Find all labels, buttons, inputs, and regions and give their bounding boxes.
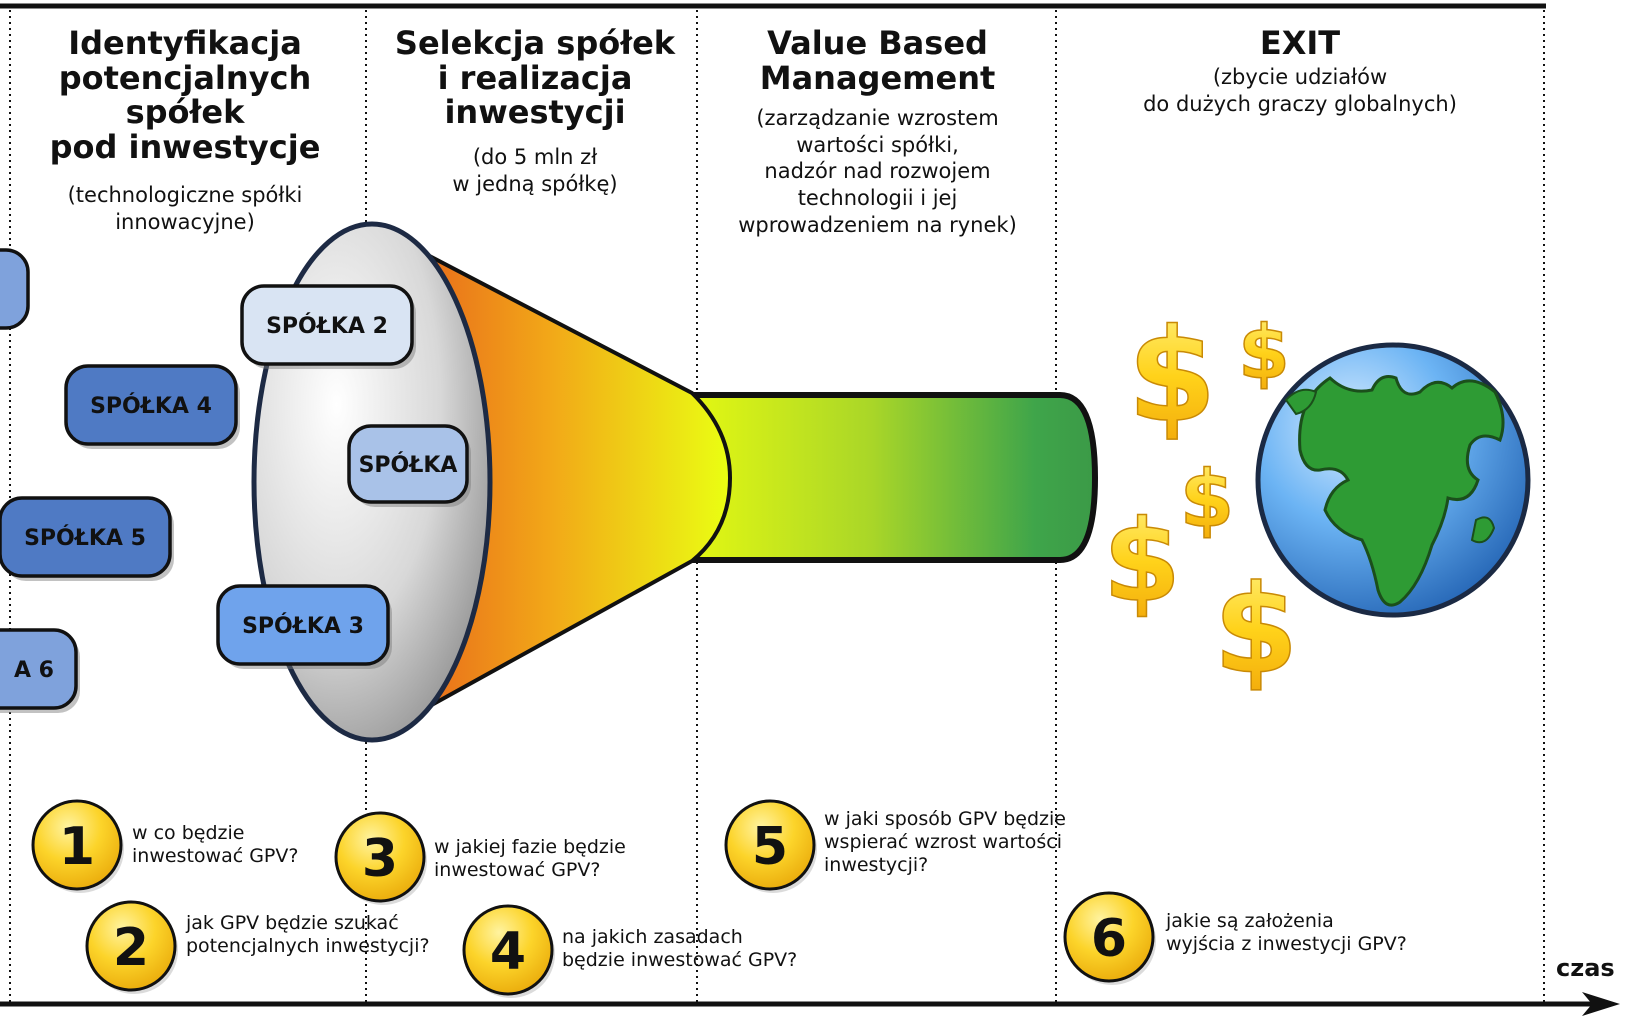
time-axis-arrow-icon [1582, 992, 1620, 1016]
column-subtitle-1: (technologiczne spółki innowacyjne) [67, 183, 303, 234]
dollar-sign-icon: $ [1180, 455, 1234, 545]
company-pill-label: A 6 [14, 658, 54, 683]
question-badge: 2 [85, 900, 178, 994]
question-number: 3 [362, 829, 398, 889]
company-pill: SPÓŁKA 5 [0, 496, 174, 581]
column-subtitle-2: (do 5 mln zł w jedną spółkę) [452, 145, 618, 196]
question-badge: 4 [462, 904, 555, 998]
column-subtitle-4: (zbycie udziałów do dużych graczy global… [1143, 65, 1457, 116]
company-pill: SPÓŁKA 3 [216, 584, 392, 669]
question-badge: 6 [1063, 891, 1156, 985]
dollar-group: $$$$$ [1102, 301, 1299, 702]
company-pill: SPÓŁKA 4 [64, 364, 240, 449]
column-title-3: Value Based Management [759, 24, 996, 97]
time-axis-label: czas [1556, 954, 1615, 982]
question-number: 1 [59, 817, 95, 877]
company-pills: SPÓŁKA 2 SPÓŁKA 4 SPÓŁKA SPÓŁKA 5 SPÓŁKA 3 A … [0, 248, 471, 713]
question-number: 6 [1091, 909, 1127, 969]
company-pill-label: SPÓŁKA 4 [90, 393, 212, 419]
company-pill: SPÓŁKA [347, 424, 471, 507]
question-number: 2 [113, 918, 149, 978]
dollar-sign-icon: $ [1214, 559, 1299, 701]
company-pill-cropped [0, 248, 30, 330]
company-pill-label: SPÓŁKA 3 [242, 613, 364, 639]
question-badges: 12 3 4 5 6 [31, 799, 1156, 998]
question-badge: 3 [334, 811, 427, 905]
dollar-sign-icon: $ [1103, 497, 1181, 627]
company-pill: SPÓŁKA 2 [240, 284, 416, 369]
company-pill-label: SPÓŁKA [359, 452, 458, 478]
question-badge: 1 [31, 799, 124, 893]
column-title-2: Selekcja spółek i realizacja inwestycji [394, 24, 676, 132]
globe-icon [1255, 342, 1531, 618]
company-pill: A 6 [0, 628, 80, 713]
question-number: 4 [490, 922, 526, 982]
dollar-sign-icon: $ [1127, 302, 1216, 451]
company-pill-label: SPÓŁKA 2 [266, 313, 388, 339]
column-subtitle-3: (zarządzanie wzrostem wartości spółki, n… [738, 106, 1017, 237]
dollar-sign-icon: $ [1238, 310, 1290, 396]
question-number: 5 [752, 817, 788, 877]
column-title-1: Identyfikacja potencjalnych spółek pod i… [49, 24, 321, 166]
pipe [687, 392, 1099, 563]
question-badge: 5 [724, 799, 817, 893]
company-pill-label: SPÓŁKA 5 [24, 525, 146, 551]
column-title-4: EXIT [1259, 24, 1341, 62]
